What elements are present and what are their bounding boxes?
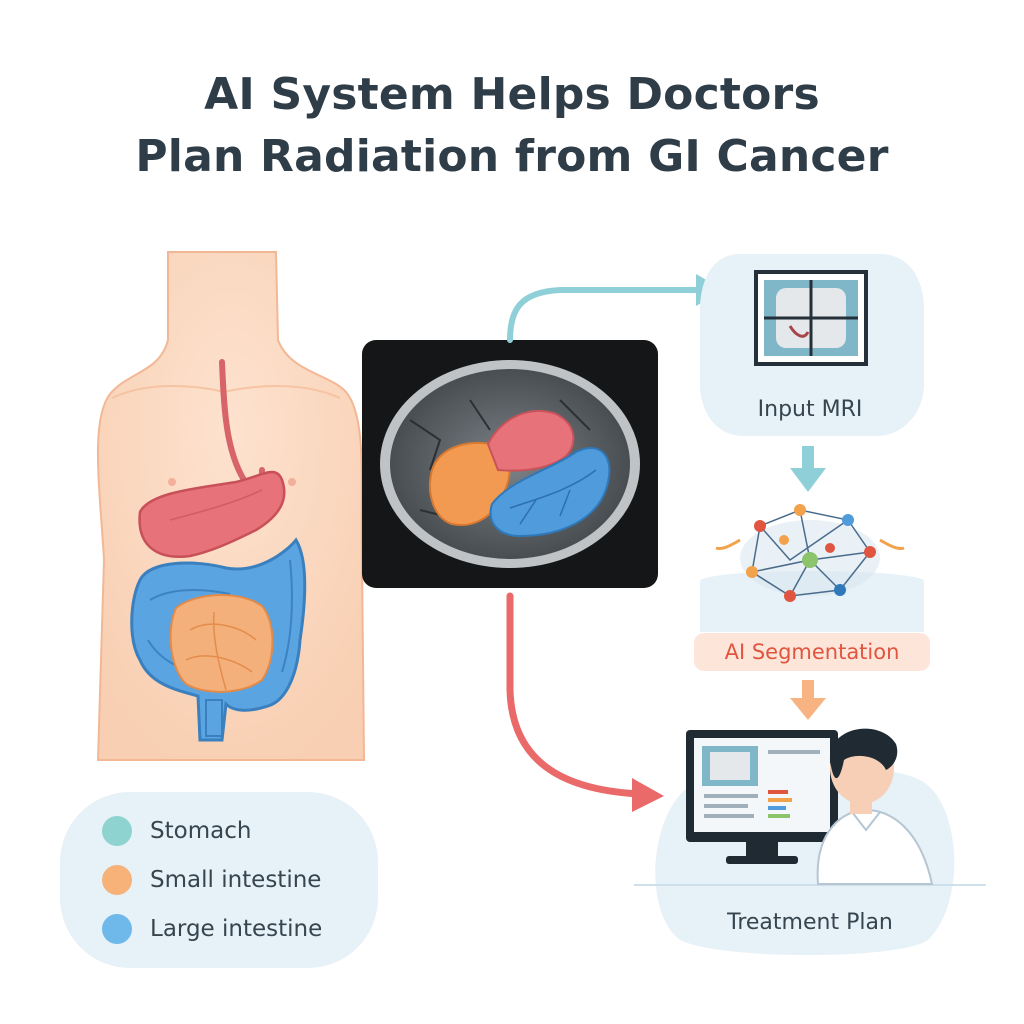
arrow-to-plan bbox=[506, 592, 644, 798]
scan-large-intestine bbox=[489, 446, 611, 538]
legend-label-stomach: Stomach bbox=[150, 818, 252, 844]
monitor-icon bbox=[686, 730, 838, 864]
arrow-to-plan-head bbox=[632, 778, 664, 812]
input-mri-label: Input MRI bbox=[757, 397, 863, 422]
ai-segmentation-label: AI Segmentation bbox=[694, 633, 930, 671]
small-intestine bbox=[169, 594, 274, 693]
stomach bbox=[138, 470, 286, 558]
page-title: AI System Helps Doctors Plan Radiation f… bbox=[0, 64, 1024, 188]
body-illustration bbox=[96, 251, 366, 761]
legend-item-small-intestine: Small intestine bbox=[102, 865, 321, 895]
rectum bbox=[205, 699, 223, 737]
legend-item-stomach: Stomach bbox=[102, 816, 251, 846]
mri-scan bbox=[362, 340, 658, 588]
title-line-2: Plan Radiation from GI Cancer bbox=[135, 131, 889, 182]
arrow-input-to-seg-head bbox=[790, 468, 826, 492]
scan-stomach bbox=[486, 409, 575, 472]
legend-item-large-intestine: Large intestine bbox=[102, 914, 322, 944]
large-intestine-color-swatch bbox=[102, 914, 132, 944]
ai-network-icon bbox=[700, 504, 924, 632]
arrow-seg-to-plan-head bbox=[790, 698, 826, 720]
input-mri-card bbox=[700, 254, 924, 436]
small-intestine-color-swatch bbox=[102, 865, 132, 895]
doctor-icon bbox=[816, 728, 934, 885]
legend-label-small-intestine: Small intestine bbox=[150, 867, 322, 893]
stomach-color-swatch bbox=[102, 816, 132, 846]
legend-label-large-intestine: Large intestine bbox=[150, 916, 323, 942]
organ-legend: Stomach Small intestine Large intestine bbox=[60, 792, 378, 968]
arrow-to-input bbox=[507, 287, 703, 343]
treatment-plan-card bbox=[634, 728, 986, 955]
title-line-1: AI System Helps Doctors bbox=[204, 69, 820, 120]
treatment-plan-label: Treatment Plan bbox=[727, 910, 893, 935]
